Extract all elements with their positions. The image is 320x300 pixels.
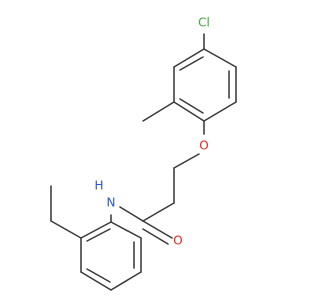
bond-carbonyl-1 [142, 220, 173, 239]
bond-ethyl-1 [50, 220, 82, 239]
bond-ring2-d-inner [86, 268, 111, 283]
bond-ring1-d-inner [179, 98, 204, 114]
ether-oxygen-label: O [199, 139, 208, 153]
chlorine-atom-label: Cl [198, 16, 210, 30]
bond-ring1-f-inner [179, 56, 204, 71]
bond-ring2-f-inner [86, 228, 111, 242]
carbonyl-oxygen-label: O [173, 234, 182, 248]
bond-ring2-f [80, 221, 112, 239]
bond-ring1-a [203, 48, 237, 68]
bond-ring1-d [173, 101, 205, 122]
amide-nitrogen-label: N [107, 196, 116, 210]
molecule-structure: Cl O O H N [50, 16, 237, 291]
bond-ring2-c [110, 271, 142, 291]
bond-ring2-d [80, 271, 112, 291]
bond-c-n [119, 206, 144, 222]
ethylphenyl-ring [80, 221, 142, 291]
bond-ring1-c [203, 101, 237, 122]
amide-hydrogen-label: H [94, 179, 103, 193]
bond-ring2-a [110, 221, 142, 239]
bond-o-ch2 [173, 153, 200, 169]
bond-ring1-f [173, 48, 205, 68]
bond-carbonyl-2 [142, 228, 169, 245]
chloromethylphenyl-ring [173, 48, 237, 122]
molecule-canvas: Cl O O H N [50, 15, 237, 291]
bond-chain-2 [142, 202, 175, 222]
bond-methyl [142, 101, 175, 122]
